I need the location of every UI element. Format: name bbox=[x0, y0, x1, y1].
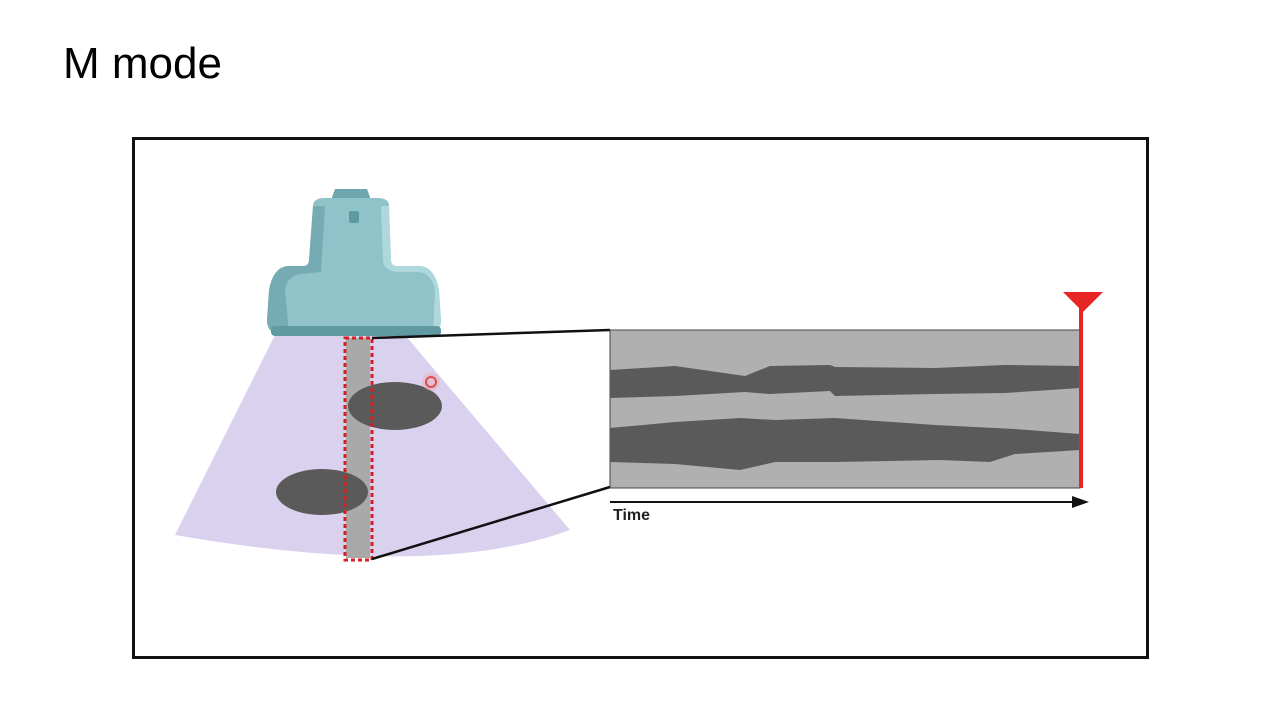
pointer-ring-glow bbox=[422, 373, 440, 391]
connector-line-bottom bbox=[371, 485, 611, 561]
connector-line-top bbox=[371, 328, 611, 340]
m-mode-lower-trace bbox=[610, 418, 1080, 470]
lower-structure bbox=[276, 469, 368, 515]
scan-line-outline bbox=[343, 336, 374, 562]
time-axis-arrowhead-icon bbox=[1072, 496, 1089, 508]
diagram-frame: Time bbox=[132, 137, 1149, 659]
m-mode-upper-trace bbox=[610, 365, 1080, 398]
current-time-marker-icon bbox=[1063, 292, 1103, 312]
time-axis-label: Time bbox=[613, 507, 651, 524]
m-mode-diagram bbox=[175, 189, 1103, 562]
transducer-probe-icon bbox=[267, 189, 441, 336]
slide-title: M mode bbox=[63, 39, 222, 88]
scan-line bbox=[346, 338, 370, 558]
pointer-ring bbox=[425, 376, 437, 388]
